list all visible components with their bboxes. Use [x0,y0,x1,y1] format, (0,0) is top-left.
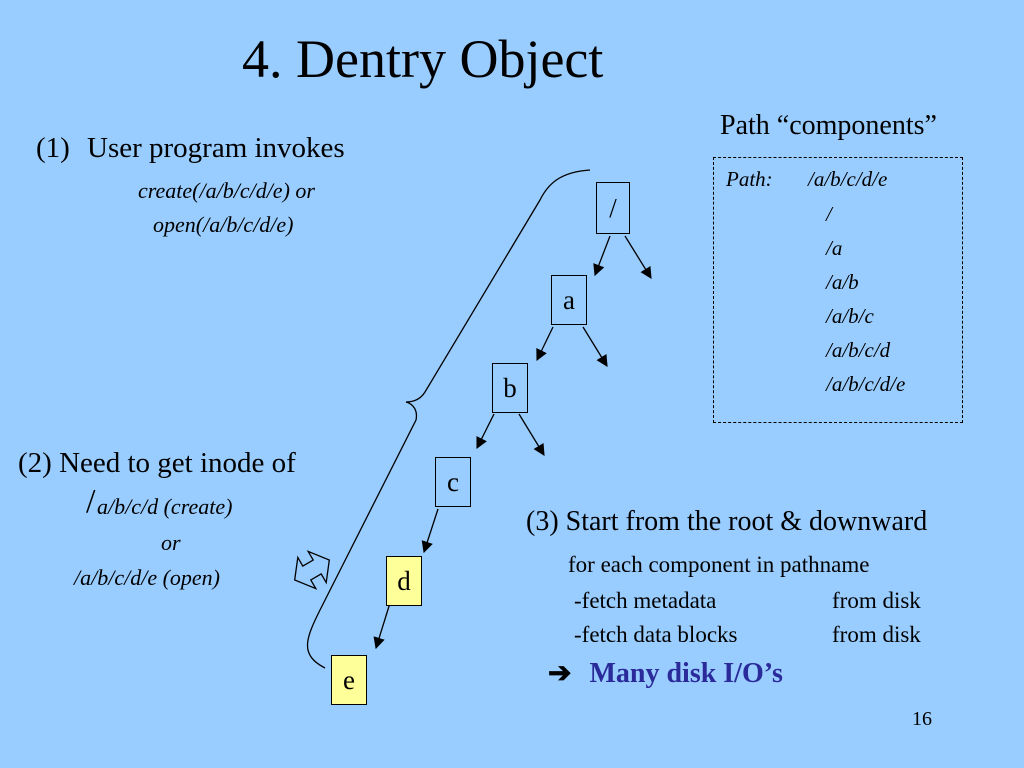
edge-root-a [593,235,611,277]
step3-loop: for each component in pathname [568,552,870,577]
tree-node-b: b [492,363,528,413]
tree-node-d: d [386,556,422,606]
path-component: /a/b [826,270,859,294]
step1-text: User program invokes [87,132,345,164]
edge-c-d [421,508,439,554]
step2-create-path: a/b/c/d (create) [97,494,233,519]
step3-action: -fetch metadata [574,588,717,613]
path-component: / [826,202,832,226]
step2-or: or [161,530,181,555]
step2-open-path: /a/b/c/d/e (open) [74,565,221,590]
call-open: open(/a/b/c/d/e) [153,212,294,237]
page-number: 16 [912,708,932,730]
path-full: /a/b/c/d/e [808,167,888,191]
step2-slash: / [86,483,96,520]
path-label: Path: [726,167,773,191]
conclusion: ➔ Many disk I/O’s [548,656,783,690]
step1-number: (1) [36,132,70,164]
right-arrow-icon: ➔ [548,658,572,689]
path-component: /a [826,236,843,260]
step3-action: -fetch data blocks [574,622,738,647]
step3-source: from disk [832,622,921,647]
path-components-box [713,157,963,423]
edge-b-c [476,413,495,450]
path-components-heading: Path “components” [720,110,937,141]
path-component: /a/b/c/d/e [826,372,906,396]
path-component: /a/b/c/d [826,338,891,362]
edge-a-b [536,326,554,362]
tree-node-c: c [435,457,471,507]
conclusion-text: Many disk I/O’s [589,658,783,689]
step3-source: from disk [832,588,921,613]
slide-title: 4. Dentry Object [242,29,604,89]
tree-node-a: a [551,275,587,325]
step2-heading: (2) Need to get inode of [18,447,296,479]
tree-node-e: e [331,655,367,705]
edge-b-other [518,413,545,456]
tree-node-root: / [596,182,630,234]
call-create: create(/a/b/c/d/e) or [138,178,315,203]
double-arrow-icon [293,550,331,590]
path-component: /a/b/c [826,304,874,328]
edge-a-other [582,326,608,367]
step1-heading: (1) User program invokes [36,132,345,165]
step3-heading: (3) Start from the root & downward [526,506,928,537]
edge-root-other [624,235,652,279]
edge-d-e [373,602,391,650]
path-brace [307,169,591,669]
